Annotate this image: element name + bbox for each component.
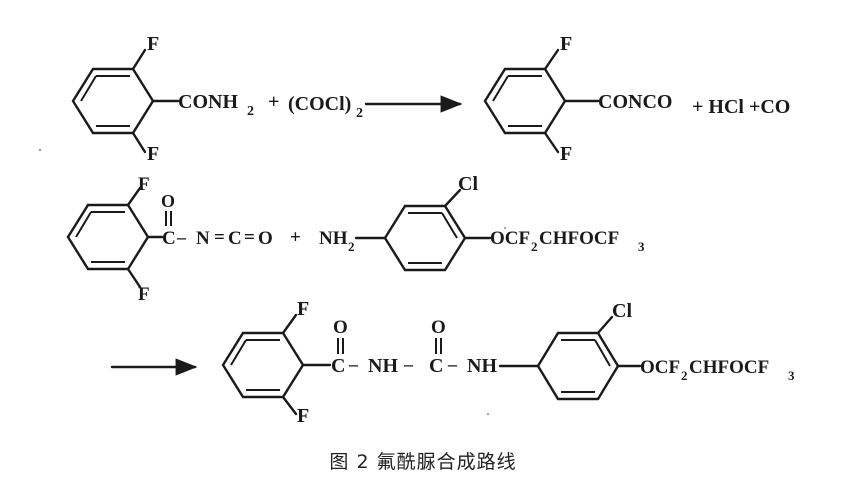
amide-nh-2: NH	[467, 355, 497, 377]
bond-dash-1: –	[348, 354, 359, 374]
oxalyl-chloride: (COCl) 2	[288, 93, 363, 121]
carbonyl-oxygen-1: O	[333, 317, 348, 338]
carbonyl-oxygen-2: O	[431, 317, 446, 338]
isocyanate-carbon: C	[228, 228, 242, 249]
amide-nh-1: NH	[368, 355, 398, 377]
difluorobenzoyl-isocyanate: F F CONCO	[483, 33, 672, 165]
fluoro-label-bottom: F	[297, 405, 309, 427]
carbonyl-carbon: C	[162, 228, 176, 249]
fluoro-label-bottom: F	[138, 284, 150, 305]
carbonyl-carbon-1: C	[331, 355, 345, 377]
chloro-label: Cl	[612, 300, 632, 322]
scan-speck	[38, 148, 42, 152]
difluorobenzamide: F F CONH 2	[71, 33, 254, 165]
ether-chain-label-2: CHFOCF	[539, 228, 619, 249]
double-bond-2: =	[244, 227, 255, 248]
ether-chain-label: OCF	[490, 228, 530, 249]
benzoyl-isocyanate-reactant: F F O C – N = C = O	[66, 174, 273, 305]
ether-chain-subscript-2: 3	[788, 368, 795, 383]
amine-subscript: 2	[348, 239, 355, 254]
bond-dash-2: –	[403, 354, 414, 374]
amide-group-label: CONH	[178, 91, 238, 113]
bond-dash-3: –	[447, 354, 458, 374]
aniline-reactant: NH 2 Cl OCF 2 CHFOCF 3	[319, 173, 645, 272]
isocyanate-group-label: CONCO	[598, 91, 672, 113]
ether-chain-subscript: 2	[531, 239, 538, 254]
reaction-scheme: F F CONH 2 + (COCl) 2 F F CONCO + HCl +C…	[38, 33, 795, 427]
oxalyl-chloride-label: (COCl)	[288, 93, 351, 115]
scan-speck	[486, 412, 490, 416]
fluoro-label-top: F	[560, 33, 572, 55]
nitrogen-label: N	[196, 228, 210, 249]
ether-chain-label: OCF	[640, 357, 680, 378]
scan-speck	[503, 226, 507, 230]
double-bond-1: =	[214, 227, 225, 248]
carbonyl-oxygen: O	[161, 191, 175, 211]
fluoro-label-bottom: F	[560, 143, 572, 165]
figure-caption: 图 2 氟酰脲合成路线	[329, 451, 517, 473]
fluoro-label-top: F	[297, 298, 309, 320]
fluoro-label-bottom: F	[147, 143, 159, 165]
chloro-label: Cl	[458, 173, 478, 195]
isocyanate-oxygen: O	[258, 228, 273, 249]
amide-subscript: 2	[247, 104, 254, 119]
amine-label: NH	[319, 228, 348, 249]
fluoro-label-top: F	[147, 33, 159, 55]
byproducts-label: + HCl +CO	[692, 96, 790, 118]
carbonyl-carbon-2: C	[429, 355, 443, 377]
bond-dash: –	[176, 227, 187, 247]
oxalyl-chloride-subscript: 2	[356, 106, 363, 121]
ether-chain-subscript-2: 3	[638, 239, 645, 254]
fluoro-label-top: F	[138, 174, 150, 195]
plus-sign-1: +	[268, 91, 279, 113]
ether-chain-label-2: CHFOCF	[689, 357, 769, 378]
fluoro-urea-product: F F O C – NH – O C – NH Cl OCF 2 CHFOCF …	[221, 298, 795, 427]
plus-sign-2: +	[290, 227, 301, 248]
ether-chain-subscript: 2	[681, 368, 688, 383]
